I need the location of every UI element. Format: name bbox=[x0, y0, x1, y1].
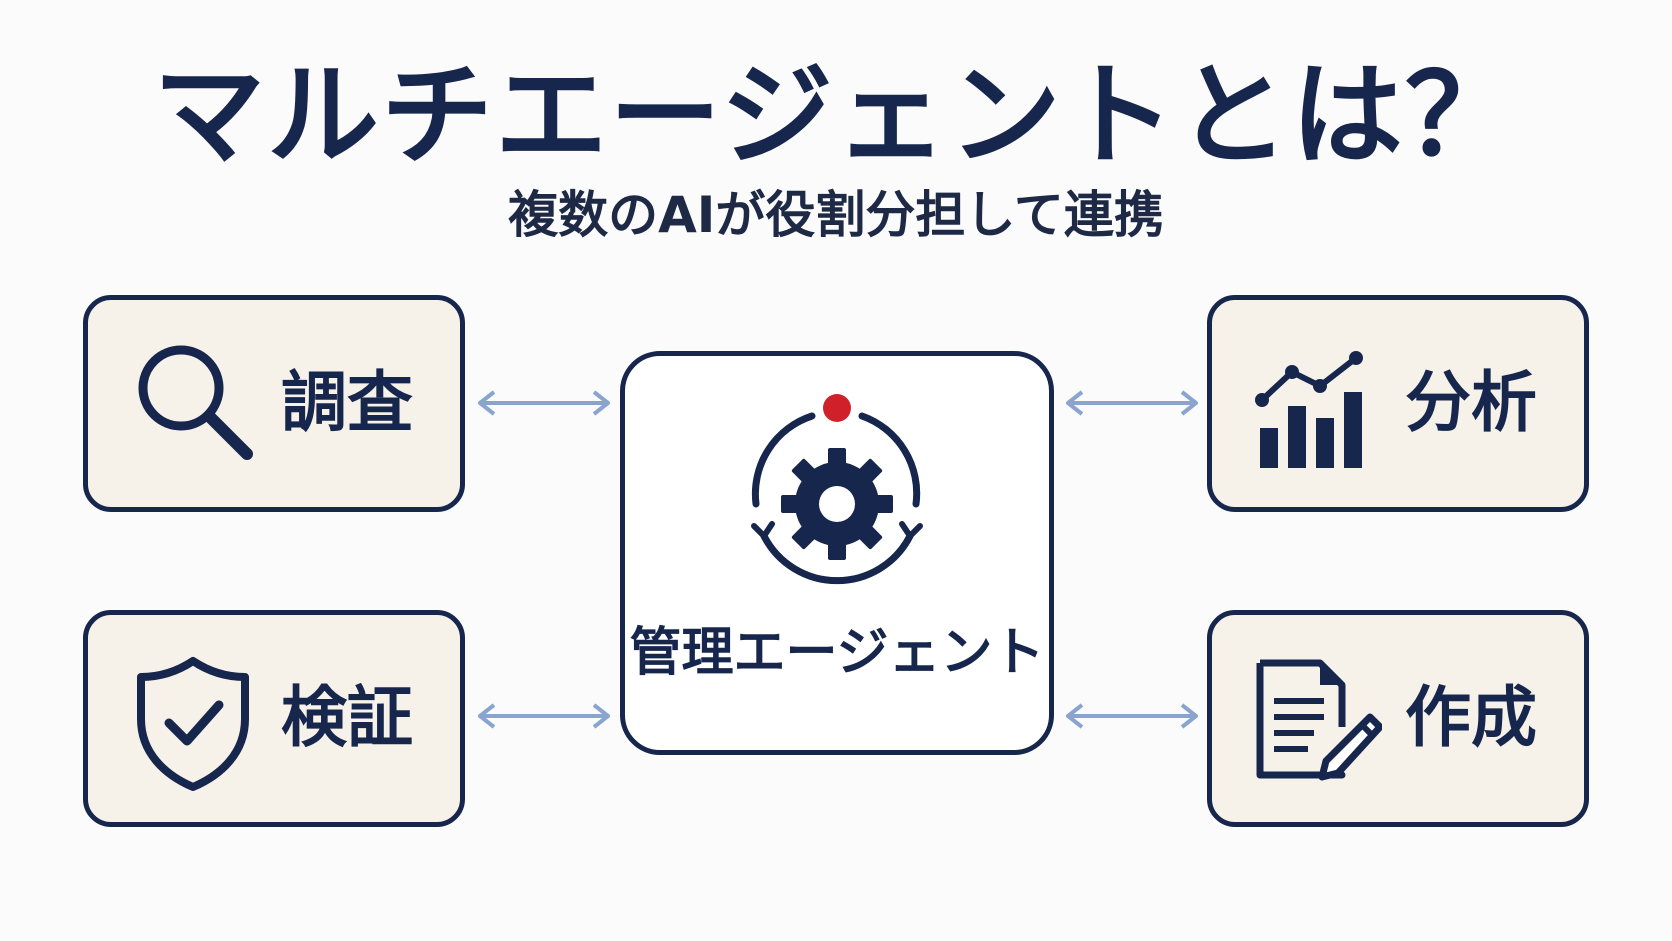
agent-label-analysis: 分析 bbox=[1405, 364, 1537, 441]
double-arrow-research bbox=[478, 390, 610, 416]
manager-agent-box: 管理エージェント bbox=[620, 351, 1054, 755]
double-arrow-verification bbox=[478, 703, 610, 729]
document-pencil-icon bbox=[1256, 659, 1382, 781]
agent-label-creation: 作成 bbox=[1405, 679, 1537, 756]
double-arrow-analysis bbox=[1066, 390, 1198, 416]
agent-box-analysis: 分析 bbox=[1207, 295, 1589, 512]
subtitle: 複数のAIが役割分担して連携 bbox=[508, 186, 1164, 244]
agent-label-research: 調査 bbox=[281, 364, 413, 441]
manager-agent-label: 管理エージェント bbox=[629, 623, 1045, 683]
double-arrow-creation bbox=[1066, 703, 1198, 729]
bar-chart-icon bbox=[1255, 351, 1363, 468]
magnifier-icon bbox=[138, 345, 253, 460]
agent-label-verification: 検証 bbox=[281, 679, 413, 756]
gear-cycle-icon bbox=[751, 394, 923, 585]
agent-box-research: 調査 bbox=[83, 295, 465, 512]
agent-box-verification: 検証 bbox=[83, 610, 465, 827]
status-dot bbox=[823, 394, 851, 422]
shield-check-icon bbox=[137, 657, 249, 791]
main-title: マルチエージェントとは？ bbox=[153, 51, 1519, 181]
agent-box-creation: 作成 bbox=[1207, 610, 1589, 827]
